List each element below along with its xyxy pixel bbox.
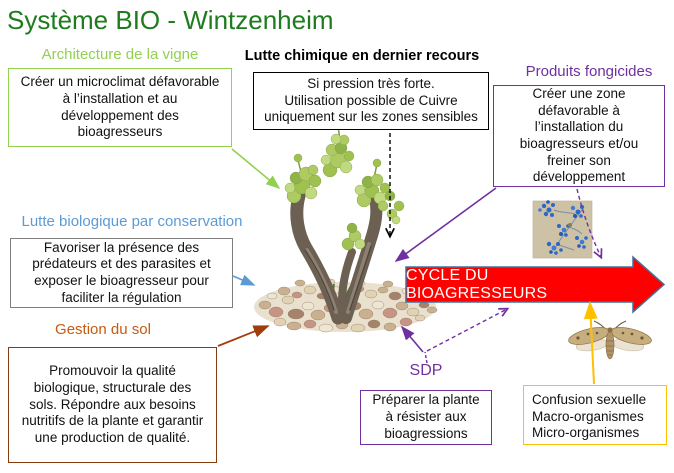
sdp-box: Préparer la plante à résister aux bioagr… bbox=[360, 390, 492, 445]
moth-icon bbox=[568, 320, 652, 360]
heading-architecture: Architecture de la vigne bbox=[41, 46, 199, 63]
produits-fongicides-box: Créer une zone défavorable à l’installat… bbox=[493, 85, 665, 187]
confusion-line-3: Micro-organismes bbox=[532, 425, 640, 441]
arrow-confusion-to-cycle bbox=[583, 301, 598, 385]
arrow-sdp-to-vine bbox=[400, 325, 424, 353]
arrow-biologique-to-vine bbox=[232, 274, 256, 286]
heading-produits-fongicides: Produits fongicides bbox=[525, 63, 653, 80]
lutte-biologique-box: Favoriser la présence des prédateurs et … bbox=[10, 238, 233, 308]
heading-gestion-sol: Gestion du sol bbox=[55, 321, 151, 338]
page-title: Système BIO - Wintzenheim bbox=[7, 5, 334, 35]
architecture-box: Créer un microclimat défavorable à l’ins… bbox=[8, 68, 232, 147]
heading-lutte-chimique: Lutte chimique en dernier recours bbox=[244, 48, 480, 64]
arrow-fongicides-to-cycle bbox=[576, 188, 601, 257]
heading-lutte-biologique: Lutte biologique par conservation bbox=[21, 213, 243, 230]
heading-sdp: SDP bbox=[409, 362, 443, 379]
gestion-sol-box: Promouvoir la qualité biologique, struct… bbox=[8, 347, 217, 463]
confusion-line-1: Confusion sexuelle bbox=[532, 392, 647, 407]
arrow-architecture-to-vine bbox=[231, 148, 281, 190]
confusion-line-2: Macro-organismes bbox=[532, 408, 644, 424]
lutte-chimique-box: Si pression très forte. Utilisation poss… bbox=[253, 72, 489, 130]
arrow-gestion-to-vine bbox=[217, 325, 270, 347]
arrow-fongicides-to-vine bbox=[394, 187, 497, 262]
arrow-sdp-to-cycle bbox=[426, 309, 507, 352]
confusion-box: Confusion sexuelle Macro-organismes Micr… bbox=[523, 385, 667, 445]
cycle-arrow-label: CYCLE DU BIOAGRESSEURS bbox=[406, 267, 548, 302]
mildew-image bbox=[532, 200, 593, 259]
